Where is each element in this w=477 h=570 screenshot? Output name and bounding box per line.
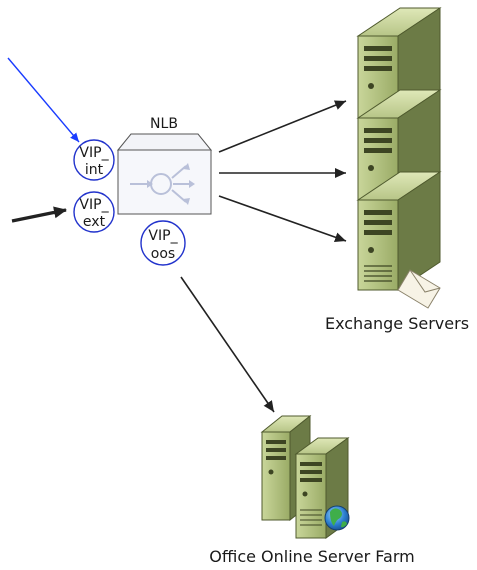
- vip-oos-label-line2: oos: [151, 246, 175, 262]
- exchange-servers-label: Exchange Servers: [325, 314, 469, 333]
- mail-envelope-icon: [397, 269, 441, 309]
- vip-ext-label-line2: ext: [83, 214, 106, 230]
- globe-icon: [324, 505, 350, 531]
- nlb-to-exchange-arrow-3: [218, 195, 347, 243]
- external-traffic-arrow: [11, 206, 67, 223]
- vip-ext-label-line1: VIP_: [79, 197, 109, 213]
- vip-int-label-line1: VIP_: [79, 145, 109, 161]
- vip-oos-label-line1: VIP_: [148, 228, 178, 244]
- exchange-server-icon-3: [356, 171, 442, 291]
- vip-int-label-line2: int: [85, 162, 104, 178]
- internal-traffic-arrow: [7, 57, 80, 143]
- nlb-appliance-icon: [116, 133, 213, 215]
- nlb-label: NLB: [150, 116, 178, 132]
- office-online-server-farm-label: Office Online Server Farm: [209, 547, 414, 566]
- vip-ext-node: VIP_ ext: [73, 191, 115, 233]
- office-online-server-farm-icon: [260, 414, 350, 539]
- oos-to-office-online-arrow: [180, 276, 275, 413]
- exchange-server-stack-icon: [356, 7, 442, 309]
- vip-int-node: VIP_ int: [73, 139, 115, 181]
- vip-oos-node: VIP_ oos: [140, 220, 186, 266]
- nlb-to-exchange-arrow-1: [218, 100, 347, 153]
